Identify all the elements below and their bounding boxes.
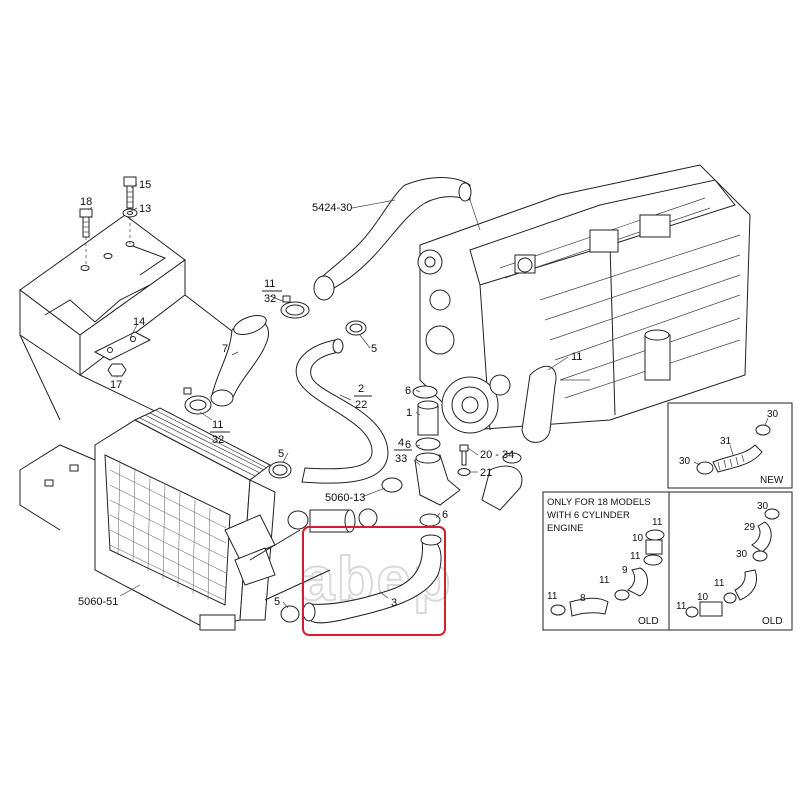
hose-7 (210, 314, 269, 407)
hose-5060-13 (287, 508, 378, 533)
clamp-5-a (345, 320, 367, 336)
hose-right (481, 452, 523, 511)
label-11-engine: 11 (571, 351, 582, 363)
washer-21 (457, 468, 471, 476)
bolt-15 (123, 176, 137, 209)
label-6-c: 6 (442, 509, 448, 521)
old-b-label-10: 10 (697, 592, 709, 603)
clamp-11-32-bot (183, 387, 212, 415)
clamp-6-a (412, 385, 438, 399)
old-a-label-11-b: 11 (630, 551, 641, 562)
inset-new: 30 31 30 NEW (667, 402, 793, 489)
old-a-label-9: 9 (622, 565, 628, 576)
label-5060-13: 5060-13 (325, 492, 365, 504)
label-7: 7 (222, 343, 228, 355)
label-13: 13 (139, 203, 151, 215)
label-6-a: 6 (405, 385, 411, 397)
old-a-tag: OLD (638, 616, 659, 627)
bolt-18 (79, 208, 93, 268)
label-1: 1 (406, 407, 412, 419)
old-b-tag: OLD (762, 616, 783, 627)
label-21: 21 (480, 467, 492, 479)
clamp-5-c (280, 605, 300, 623)
old-b-label-30-b: 30 (736, 549, 748, 560)
intercooler (94, 407, 276, 631)
label-3: 3 (391, 597, 397, 609)
new-tag: NEW (760, 475, 784, 486)
clamp-5060-13 (381, 477, 403, 493)
old-a-label-11-d: 11 (547, 591, 558, 602)
pipe-2-22 (295, 338, 389, 484)
label-22: 22 (355, 399, 367, 411)
label-15: 15 (139, 179, 151, 191)
washer-13 (122, 208, 138, 244)
sleeve-1 (417, 400, 439, 436)
note-line-2: WITH 6 CYLINDER (547, 510, 630, 521)
new-label-30-b: 30 (679, 456, 691, 467)
label-32-top: 32 (264, 293, 276, 305)
nut-17 (107, 363, 127, 377)
elbow-4-33 (414, 452, 461, 506)
clamp-6-c (419, 513, 441, 527)
label-5424-30: 5424-30 (312, 202, 352, 214)
old-a-label-8: 8 (580, 593, 586, 604)
label-4: 4 (398, 437, 404, 449)
pipe-3 (302, 534, 442, 624)
old-a-label-11-a: 11 (652, 517, 663, 528)
bolt-20-34 (459, 444, 469, 466)
label-20-34: 20 - 34 (480, 449, 514, 461)
label-5-b: 5 (278, 448, 284, 460)
engine-block (417, 164, 751, 443)
clamp-6-b (415, 437, 441, 451)
label-11-top: 11 (264, 278, 275, 290)
label-5-a: 5 (371, 343, 377, 355)
label-17: 17 (110, 379, 122, 391)
clamp-5-b (268, 461, 292, 479)
label-11-bot: 11 (212, 419, 223, 431)
new-label-30-a: 30 (767, 409, 779, 420)
label-5-c: 5 (274, 596, 280, 608)
new-label-31: 31 (720, 436, 732, 447)
label-2: 2 (358, 383, 364, 395)
pipe-5424-30 (313, 177, 481, 301)
inset-old-6cyl: ONLY FOR 18 MODELS WITH 6 CYLINDER ENGIN… (542, 491, 670, 631)
note-line-3: ENGINE (547, 523, 583, 534)
label-33: 33 (395, 453, 407, 465)
chassis-rail (19, 444, 331, 601)
old-a-label-11-c: 11 (599, 575, 610, 586)
clamp-11-32-top (280, 295, 310, 319)
note-line-1: ONLY FOR 18 MODELS (547, 497, 651, 508)
label-5060-51: 5060-51 (78, 596, 118, 608)
old-a-label-10: 10 (632, 533, 644, 544)
label-6-b: 6 (405, 439, 411, 451)
plate-14 (93, 331, 152, 361)
label-32-bot: 32 (212, 434, 224, 446)
old-b-label-30-a: 30 (757, 501, 769, 512)
old-b-label-29: 29 (744, 522, 756, 533)
label-18: 18 (80, 196, 92, 208)
old-b-label-11-a: 11 (714, 578, 725, 589)
highlight-box (302, 526, 446, 636)
label-14: 14 (133, 316, 145, 328)
old-b-label-11-b: 11 (676, 601, 687, 612)
inset-old-b: 30 29 30 11 11 10 OLD (668, 491, 793, 631)
leader-lines (87, 183, 569, 609)
